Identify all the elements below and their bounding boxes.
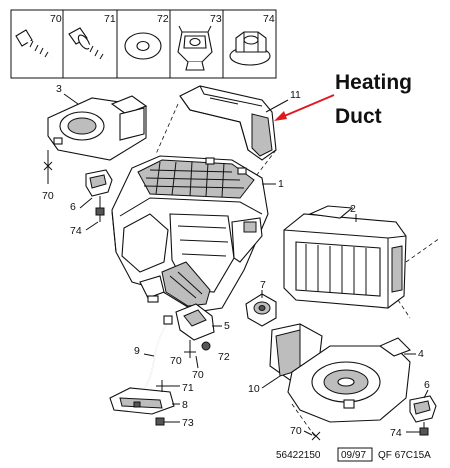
date-ref: 09/97 xyxy=(341,450,366,461)
control-cable xyxy=(141,315,173,393)
part-number-label: 73 xyxy=(210,13,222,25)
plus-marker xyxy=(184,346,196,358)
callout-74: 74 xyxy=(70,225,82,237)
nut-marker xyxy=(155,417,165,426)
callout-70: 70 xyxy=(290,425,302,437)
nut-marker xyxy=(95,207,105,216)
clip-bracket xyxy=(85,169,113,197)
bracket xyxy=(175,303,215,341)
blower-housing xyxy=(287,337,411,423)
part-number-ref: 56422150 xyxy=(276,450,321,461)
callout-5: 5 xyxy=(224,320,230,332)
clip-nut-icon xyxy=(177,25,213,71)
evaporator-box xyxy=(283,205,407,309)
callout-1: 1 xyxy=(278,178,284,190)
blower-inlet-housing xyxy=(47,95,148,161)
annotation-arrow xyxy=(274,94,335,121)
date-box xyxy=(337,447,373,462)
heater-unit xyxy=(111,155,269,313)
callout-73: 73 xyxy=(182,417,194,429)
leader-line xyxy=(79,197,93,209)
vent-grille xyxy=(143,161,245,198)
alignment-line xyxy=(255,149,277,177)
part-number-label: 72 xyxy=(157,13,169,25)
callout-71: 71 xyxy=(182,382,194,394)
leader-line xyxy=(195,355,199,369)
annotation-line-1: Heating xyxy=(335,71,412,94)
leader-line xyxy=(261,375,281,389)
callout-2: 2 xyxy=(350,203,356,215)
callout-11: 11 xyxy=(290,89,301,101)
callout-70: 70 xyxy=(170,355,182,367)
callout-8: 8 xyxy=(182,399,188,411)
callout-72: 72 xyxy=(218,351,230,363)
actuator-motor xyxy=(245,293,277,327)
clip-bracket xyxy=(409,395,437,423)
alignment-line xyxy=(405,237,441,263)
fastener-strip: 70 71 72 73 74 xyxy=(10,9,277,79)
flange-bolt-icon xyxy=(68,27,109,62)
annotation-line-2: Duct xyxy=(335,105,382,128)
washer-icon xyxy=(124,32,162,60)
callout-10: 10 xyxy=(248,383,260,395)
leader-line xyxy=(303,430,313,436)
callout-6: 6 xyxy=(70,201,76,213)
part-number-label: 74 xyxy=(263,13,275,25)
leader-line xyxy=(63,93,79,105)
part-number-label: 71 xyxy=(104,13,116,25)
evaporator-fins xyxy=(305,244,367,295)
part-number-label: 70 xyxy=(50,13,62,25)
x-marker xyxy=(311,431,321,441)
leader-line xyxy=(423,389,429,399)
nut-marker xyxy=(419,427,429,436)
plus-marker xyxy=(156,380,168,392)
heating-duct xyxy=(179,85,277,161)
callout-4: 4 xyxy=(418,348,424,360)
callout-3: 3 xyxy=(56,83,62,95)
callout-74: 74 xyxy=(390,427,402,439)
alignment-line xyxy=(155,103,179,155)
washer-marker xyxy=(201,341,211,351)
callout-6: 6 xyxy=(424,379,430,391)
flange-nut-icon xyxy=(229,31,271,66)
drawing-ref: QF 67C15A xyxy=(378,450,431,461)
callout-9: 9 xyxy=(134,345,140,357)
lever-bracket xyxy=(109,387,175,415)
leader-line xyxy=(143,353,155,357)
fastener-strip-frame xyxy=(10,9,277,79)
callout-70: 70 xyxy=(192,369,204,381)
leader-line xyxy=(265,99,289,113)
callout-7: 7 xyxy=(260,279,266,291)
bolt-icon xyxy=(15,29,53,60)
alignment-line xyxy=(397,299,411,319)
callout-70: 70 xyxy=(42,190,54,202)
leader-line xyxy=(85,221,99,231)
